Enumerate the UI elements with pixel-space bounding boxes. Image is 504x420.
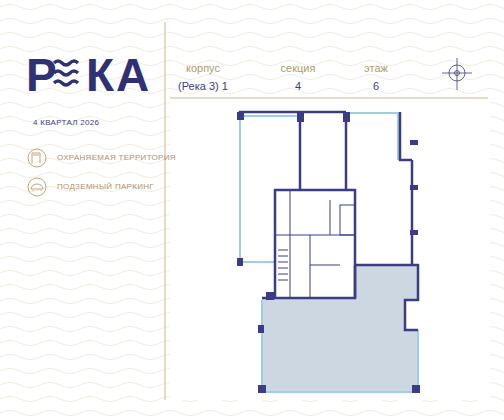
completion-date: 4 КВАРТАЛ 2026: [33, 118, 99, 127]
header-label: этаж: [336, 62, 416, 74]
logo-letters: КА: [86, 52, 151, 98]
header-value: 6: [336, 80, 416, 92]
legend-text: ПОДЗЕМНЫЙ ПАРКИНГ: [57, 182, 154, 191]
legend-text: ОХРАНЯЕМАЯ ТЕРРИТОРИЯ: [57, 153, 176, 162]
header-label: секция: [258, 62, 338, 74]
header-value: 4: [258, 80, 338, 92]
header-label: корпус: [163, 62, 243, 74]
logo-letter: Р: [26, 52, 59, 98]
header-value: (Река 3) 1: [163, 80, 243, 92]
